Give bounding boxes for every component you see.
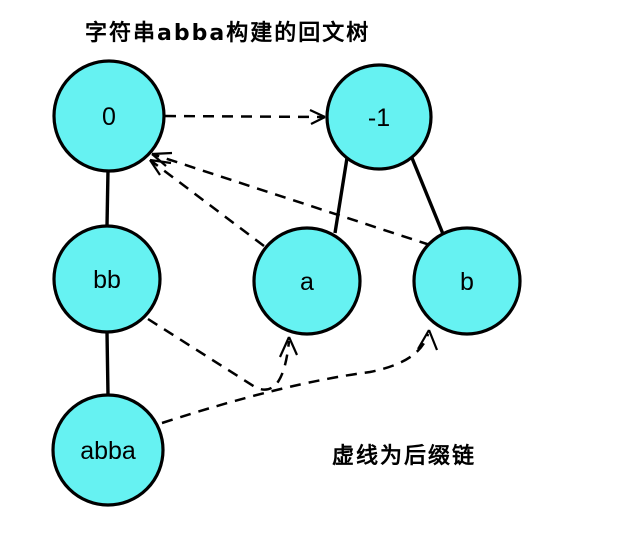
diagram-caption: 虚线为后缀链 bbox=[332, 443, 476, 469]
node-bb[interactable]: bb bbox=[52, 224, 162, 334]
suffix-link-bb-to-a bbox=[147, 317, 291, 391]
tree-edge-rootm1-b bbox=[410, 157, 445, 235]
node-b[interactable]: b bbox=[412, 226, 522, 336]
arrowhead-into-root0-from-b bbox=[151, 151, 173, 167]
node-label-a: a bbox=[300, 268, 314, 296]
suffix-links-group bbox=[147, 109, 439, 425]
node-a[interactable]: a bbox=[252, 226, 362, 336]
node-circle-abba[interactable] bbox=[51, 393, 165, 507]
node-rootm1[interactable]: -1 bbox=[325, 63, 433, 171]
nodes-group: 0 -1 bb a b abba bbox=[51, 59, 522, 507]
node-circle-bb[interactable] bbox=[52, 224, 162, 334]
tree-edge-rootm1-a bbox=[333, 157, 349, 234]
arrowhead-into-root0-from-a bbox=[149, 158, 172, 176]
arrowhead-into-rootm1 bbox=[309, 109, 326, 125]
node-root0[interactable]: 0 bbox=[52, 59, 166, 173]
suffix-link-b-to-root0 bbox=[151, 152, 431, 247]
node-circle-b[interactable] bbox=[412, 226, 522, 336]
node-label-bb: bb bbox=[93, 266, 121, 294]
diagram-title: 字符串abba构建的回文树 bbox=[85, 20, 370, 46]
suffix-link-abba-to-b bbox=[161, 333, 430, 425]
node-circle-rootm1[interactable] bbox=[325, 63, 433, 171]
node-circle-root0[interactable] bbox=[52, 59, 166, 173]
node-circle-a[interactable] bbox=[252, 226, 362, 336]
arrowhead-into-b bbox=[417, 329, 439, 351]
tree-edge-bb-abba bbox=[105, 331, 110, 396]
tree-edge-root0-bb bbox=[105, 169, 110, 227]
node-label-b: b bbox=[460, 268, 474, 296]
node-label-rootm1: -1 bbox=[368, 104, 390, 132]
suffix-link-root0-to-rootm1 bbox=[164, 114, 326, 119]
node-label-abba: abba bbox=[80, 437, 136, 465]
suffix-link-a-to-root0 bbox=[149, 159, 265, 247]
node-label-root0: 0 bbox=[102, 103, 116, 131]
arrowhead-into-a bbox=[278, 336, 299, 358]
tree-edges-group bbox=[105, 157, 445, 396]
node-abba[interactable]: abba bbox=[51, 393, 165, 507]
